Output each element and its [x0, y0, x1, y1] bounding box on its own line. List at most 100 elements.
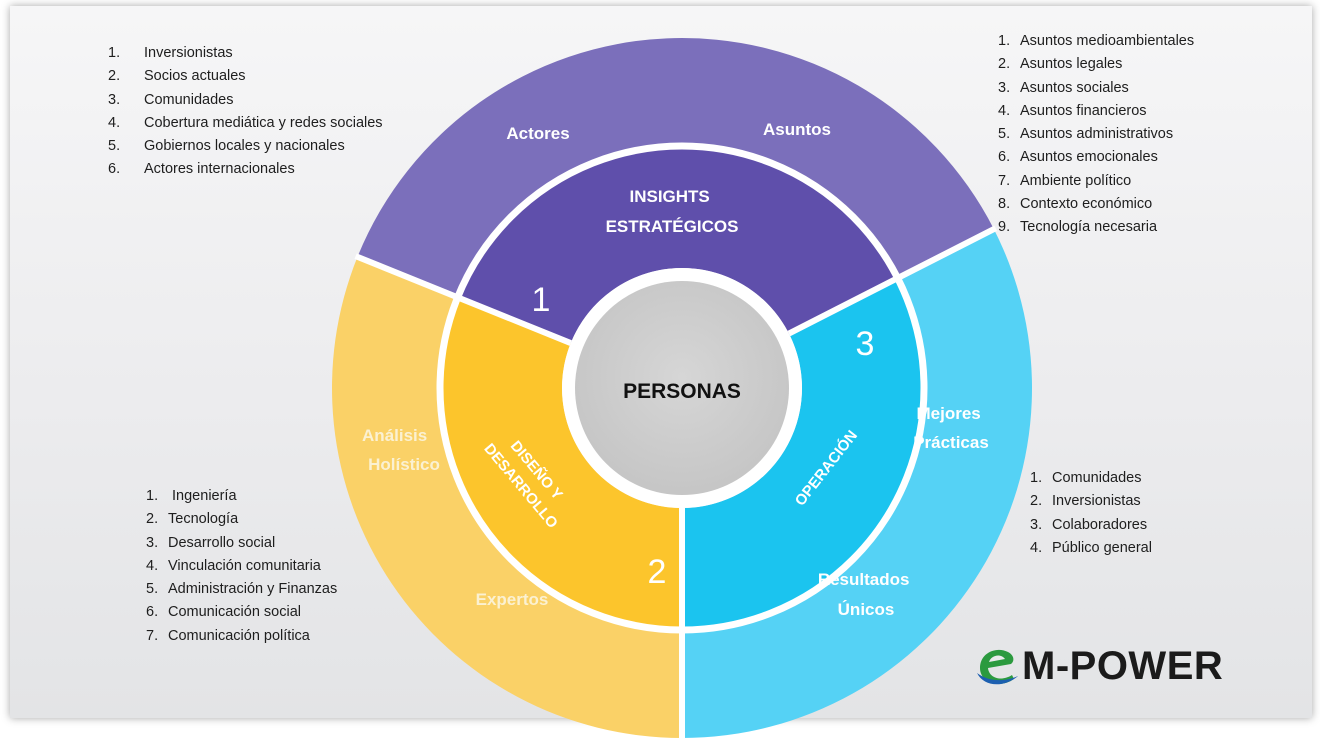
list-item-text: Desarrollo social — [168, 534, 276, 551]
list-item-number: 1. — [1030, 470, 1043, 486]
asuntos-list-item: 3. Asuntos sociales — [998, 77, 1194, 100]
asuntos-list-item: 1. Asuntos medioambientales — [998, 30, 1194, 53]
list-item-number: 1. — [108, 45, 121, 61]
list-item-number: 6. — [108, 161, 121, 178]
resultados-list-item: 3. Colaboradores — [1030, 514, 1152, 537]
list-item-text: Comunidades — [1052, 470, 1142, 486]
number-3: 3 — [856, 325, 875, 363]
list-item-text: Inversionistas — [1052, 493, 1141, 510]
inner-segment-operacion — [682, 278, 924, 630]
list-item-text: Asuntos emocionales — [1020, 149, 1158, 166]
list-item-text: Tecnología necesaria — [1020, 219, 1158, 236]
insights-label-line-2: ESTRATÉGICOS — [606, 217, 739, 236]
list-item-number: 9. — [998, 219, 1011, 236]
expertos-label: Expertos — [476, 590, 549, 609]
expertos-list-item: 1. Ingeniería — [146, 485, 337, 508]
segment-dividers — [354, 225, 997, 740]
list-item-text: Asuntos financieros — [1020, 102, 1147, 119]
list-item-text: Asuntos administrativos — [1020, 126, 1174, 143]
list-item-text: Ambiente político — [1020, 172, 1132, 189]
list-item-number: 8. — [998, 196, 1011, 213]
list-item-number: 6. — [146, 604, 159, 621]
list-item-number: 5. — [146, 581, 159, 598]
outer-segment-actores-asuntos — [357, 37, 994, 298]
resultados-line-2: Únicos — [838, 600, 895, 619]
list-item-text: Cobertura mediática y redes sociales — [144, 114, 383, 131]
segment-divider-line — [354, 253, 572, 346]
list-item-number: 4. — [146, 557, 159, 574]
resultados-list-item: 2. Inversionistas — [1030, 490, 1152, 513]
asuntos-list-item: 9. Tecnología necesaria — [998, 216, 1194, 239]
asuntos-list: 1. Asuntos medioambientales 2.Asuntos lega… — [998, 30, 1194, 240]
logo-text: M-POWER — [1022, 643, 1224, 688]
list-item-number: 1. — [146, 488, 159, 504]
list-item-text: Comunicación social — [168, 604, 301, 621]
list-item-text: Comunidades — [144, 91, 234, 108]
list-item-number: 2. — [1030, 493, 1043, 510]
expertos-list-item: 4. Vinculación comunitaria — [146, 555, 337, 578]
insights-label-line-1: INSIGHTS — [629, 187, 709, 206]
mejores-practicas-label: Mejores Prácticas — [913, 404, 989, 452]
asuntos-list-item: 2.Asuntos legales — [998, 53, 1194, 76]
list-item-number: 5. — [998, 126, 1011, 143]
list-item-number: 3. — [1030, 516, 1043, 533]
actores-list-item: 5.Gobiernos locales y nacionales — [108, 135, 383, 158]
list-item-text: Asuntos sociales — [1020, 79, 1129, 96]
resultados-list: 1. Comunidades 2. Inversionistas 3. Colaborad… — [1030, 467, 1152, 560]
expertos-list-item: 7.Comunicación política — [146, 625, 337, 648]
list-item-number: 4. — [998, 102, 1011, 119]
number-2: 2 — [648, 553, 667, 591]
expertos-list-item: 2.Tecnología — [146, 508, 337, 531]
e-swoosh-icon — [977, 649, 1018, 685]
actores-label: Actores — [506, 124, 569, 143]
list-item-text: Asuntos medioambientales — [1020, 33, 1195, 49]
asuntos-list-item: 7. Ambiente político — [998, 170, 1194, 193]
empower-logo: M-POWER — [974, 638, 1223, 694]
list-item-number: 7. — [998, 172, 1011, 189]
inner-ring-border — [436, 142, 928, 634]
list-item-number: 1. — [998, 33, 1011, 49]
analisis-line-1: Análisis — [362, 426, 427, 445]
list-item-number: 3. — [998, 79, 1011, 96]
center-label: PERSONAS — [623, 380, 741, 403]
actores-list-item: 3. Comunidades — [108, 89, 383, 112]
list-item-text: Socios actuales — [144, 68, 246, 85]
analisis-holistico-label: Análisis Holístico — [362, 426, 440, 474]
actores-list-item: 4. Cobertura mediática y redes sociales — [108, 112, 383, 135]
list-item-number: 4. — [108, 114, 121, 131]
asuntos-list-item: 8.Contexto económico — [998, 193, 1194, 216]
outer-segment-practicas-resultados — [682, 229, 1032, 738]
expertos-list-item: 5. Administración y Finanzas — [146, 578, 337, 601]
list-item-number: 4. — [1030, 539, 1043, 556]
inner-segment-insights — [457, 146, 898, 344]
actores-list-item: 2.Socios actuales — [108, 65, 383, 88]
list-item-number: 5. — [108, 138, 121, 155]
asuntos-list-item: 5. Asuntos administrativos — [998, 123, 1194, 146]
expertos-list-item: 3. Desarrollo social — [146, 532, 337, 555]
center-circle — [575, 281, 789, 495]
number-1: 1 — [532, 281, 551, 319]
segment-divider-line — [787, 225, 997, 337]
list-item-text: Administración y Finanzas — [168, 581, 338, 598]
list-item-text: Actores internacionales — [144, 161, 295, 178]
resultados-list-item: 1. Comunidades — [1030, 467, 1152, 490]
list-item-number: 7. — [146, 627, 159, 644]
list-item-number: 6. — [998, 149, 1011, 166]
mejores-line-1: Mejores — [917, 404, 981, 423]
list-item-text: Colaboradores — [1052, 516, 1148, 533]
list-item-text: Vinculación comunitaria — [168, 557, 321, 574]
list-item-text: Inversionistas — [144, 45, 233, 61]
actores-list-item: 6. Actores internacionales — [108, 158, 383, 181]
expertos-list-item: 6. Comunicación social — [146, 601, 337, 624]
resultados-line-1: Resultados — [818, 570, 910, 589]
list-item-number: 2. — [998, 56, 1011, 73]
list-item-text: Ingeniería — [168, 488, 237, 504]
insights-label: INSIGHTS ESTRATÉGICOS — [606, 187, 739, 236]
asuntos-list-item: 6. Asuntos emocionales — [998, 146, 1194, 169]
list-item-number: 3. — [146, 534, 159, 551]
list-item-number: 3. — [108, 91, 121, 108]
outer-segment-analisis-expertos — [332, 256, 682, 738]
